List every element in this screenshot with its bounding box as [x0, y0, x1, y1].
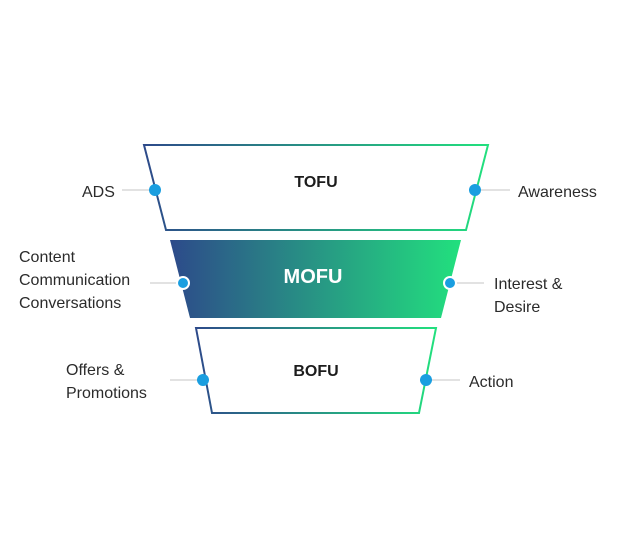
mofu-left-label-line: Conversations	[19, 295, 122, 312]
mofu-left-label-line: Communication	[19, 272, 131, 289]
mofu-left-label-line: Content	[19, 249, 76, 266]
tofu-title: TOFU	[294, 174, 338, 191]
mofu-right-node	[443, 276, 457, 290]
bofu-left-label-line: Offers &	[66, 362, 125, 379]
bofu-right-label-line: Action	[469, 374, 514, 391]
mofu-stage-shape	[170, 240, 461, 318]
tofu-right-node	[469, 184, 481, 196]
bofu-right-node	[420, 374, 432, 386]
mofu-left-label: Content Communication Conversations	[19, 246, 130, 315]
bofu-title: BOFU	[293, 363, 339, 380]
bofu-left-label: Offers & Promotions	[66, 359, 147, 405]
tofu-stage-shape	[142, 144, 490, 231]
tofu-left-node	[149, 184, 161, 196]
tofu-right-label: Awareness	[518, 181, 597, 204]
mofu-left-node	[176, 276, 190, 290]
tofu-left-label-line: ADS	[82, 184, 115, 201]
bofu-left-node	[197, 374, 209, 386]
bofu-left-label-line: Promotions	[66, 385, 147, 402]
bofu-right-label: Action	[469, 371, 513, 394]
tofu-right-label-line: Awareness	[518, 184, 597, 201]
mofu-right-label-line: Interest &	[494, 276, 563, 293]
mofu-right-label: Interest & Desire	[494, 273, 562, 319]
mofu-title: MOFU	[283, 266, 343, 288]
tofu-left-label: ADS	[82, 181, 115, 204]
mofu-right-label-line: Desire	[494, 299, 541, 316]
